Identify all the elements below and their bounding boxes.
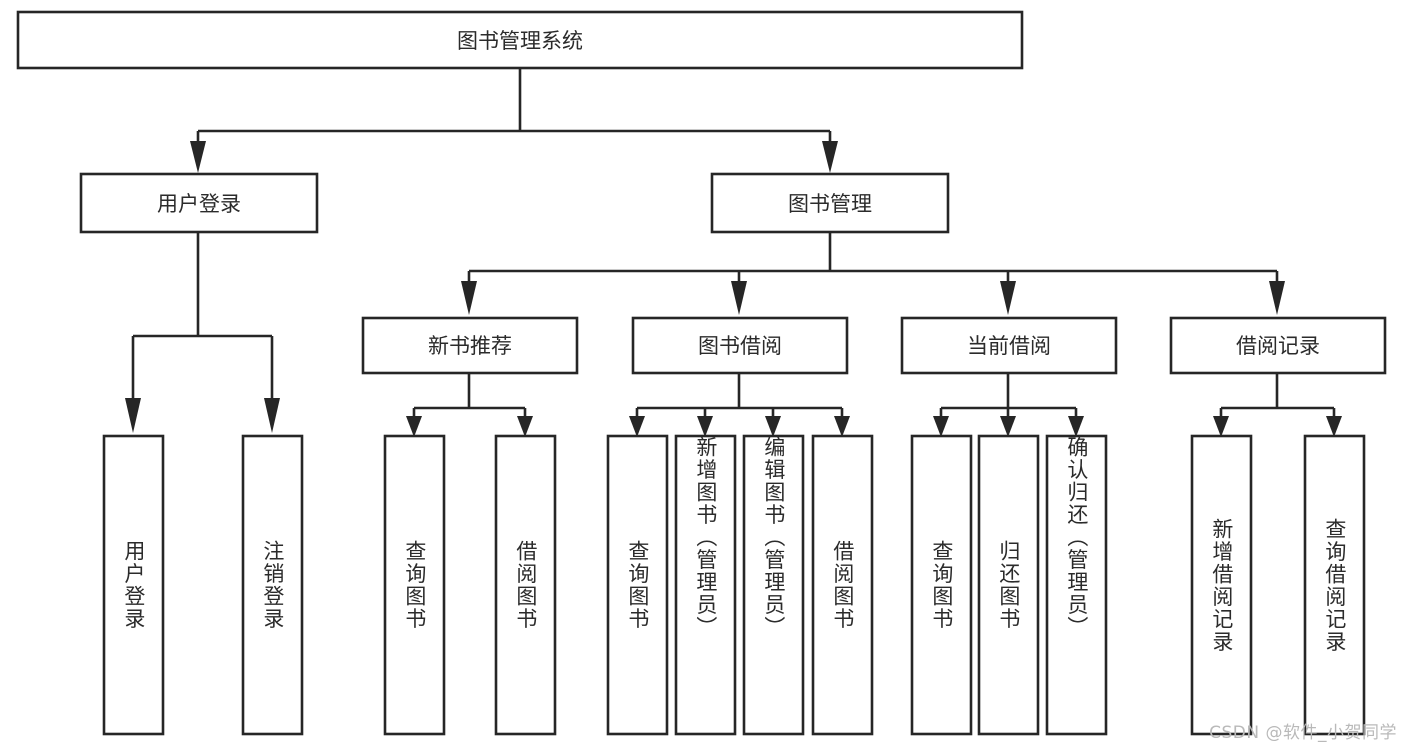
node-borrow-record[interactable] [1169,316,1387,375]
arrow-to-leaf-borrow-book-1 [517,416,533,437]
leaf-box-query-book-1[interactable] [383,434,446,736]
arrow-to-leaf-return-book [1000,416,1016,437]
connector-layer [125,68,1342,437]
arrow-to-leaf-borrow-book-2 [834,416,850,437]
node-book-management[interactable] [710,172,950,234]
leaf-layer [102,434,1366,736]
arrow-to-book-management [822,141,838,173]
arrow-to-leaf-logout [264,398,280,433]
node-root-label: 图书管理系统 [457,29,583,53]
csdn-watermark: CSDN @软件_小贺同学 [1209,723,1397,743]
arrow-to-current-borrow [1000,281,1016,315]
arrow-to-new-book-recommend [461,281,477,315]
leaf-box-add-record[interactable] [1190,434,1253,736]
node-new-book-recommend[interactable] [361,316,579,375]
node-borrow-record-label: 借阅记录 [1236,334,1320,358]
node-user-login[interactable] [79,172,319,234]
arrow-to-leaf-query-book-1 [406,416,422,437]
node-current-borrow[interactable] [900,316,1118,375]
leaf-box-query-record[interactable] [1303,434,1366,736]
node-current-borrow-label: 当前借阅 [967,334,1051,358]
leaf-box-query-book-2[interactable] [606,434,669,736]
arrow-to-leaf-add-book [697,416,713,437]
leaf-box-borrow-book-1[interactable] [494,434,557,736]
arrow-to-leaf-query-record [1326,416,1342,437]
node-new-book-recommend-label: 新书推荐 [428,334,512,358]
leaf-box-edit-book[interactable] [742,434,805,736]
leaf-box-borrow-book-2[interactable] [811,434,874,736]
node-user-login-label: 用户登录 [157,192,241,216]
leaf-box-logout[interactable] [241,434,304,736]
arrow-to-leaf-confirm-return [1068,416,1084,437]
node-book-management-label: 图书管理 [788,192,872,216]
arrow-to-book-borrow [731,281,747,315]
arrow-to-leaf-query-book-3 [933,416,949,437]
node-layer: 图书管理系统 用户登录 图书管理 新书推荐 图书借阅 当前借阅 借阅记录 [16,10,1387,375]
node-book-borrow[interactable] [631,316,849,375]
leaf-box-user-login[interactable] [102,434,165,736]
leaf-box-query-book-3[interactable] [910,434,973,736]
arrow-to-leaf-user-login [125,398,141,433]
leaf-box-add-book[interactable] [674,434,737,736]
arrow-to-leaf-edit-book [765,416,781,437]
node-root[interactable] [16,10,1024,70]
leaf-box-confirm-return[interactable] [1045,434,1108,736]
arrow-to-borrow-record [1269,281,1285,315]
arrow-to-leaf-add-record [1213,416,1229,437]
leaf-box-return-book[interactable] [977,434,1040,736]
arrow-to-leaf-query-book-2 [629,416,645,437]
arrow-to-user-login [190,141,206,173]
node-book-borrow-label: 图书借阅 [698,334,782,358]
